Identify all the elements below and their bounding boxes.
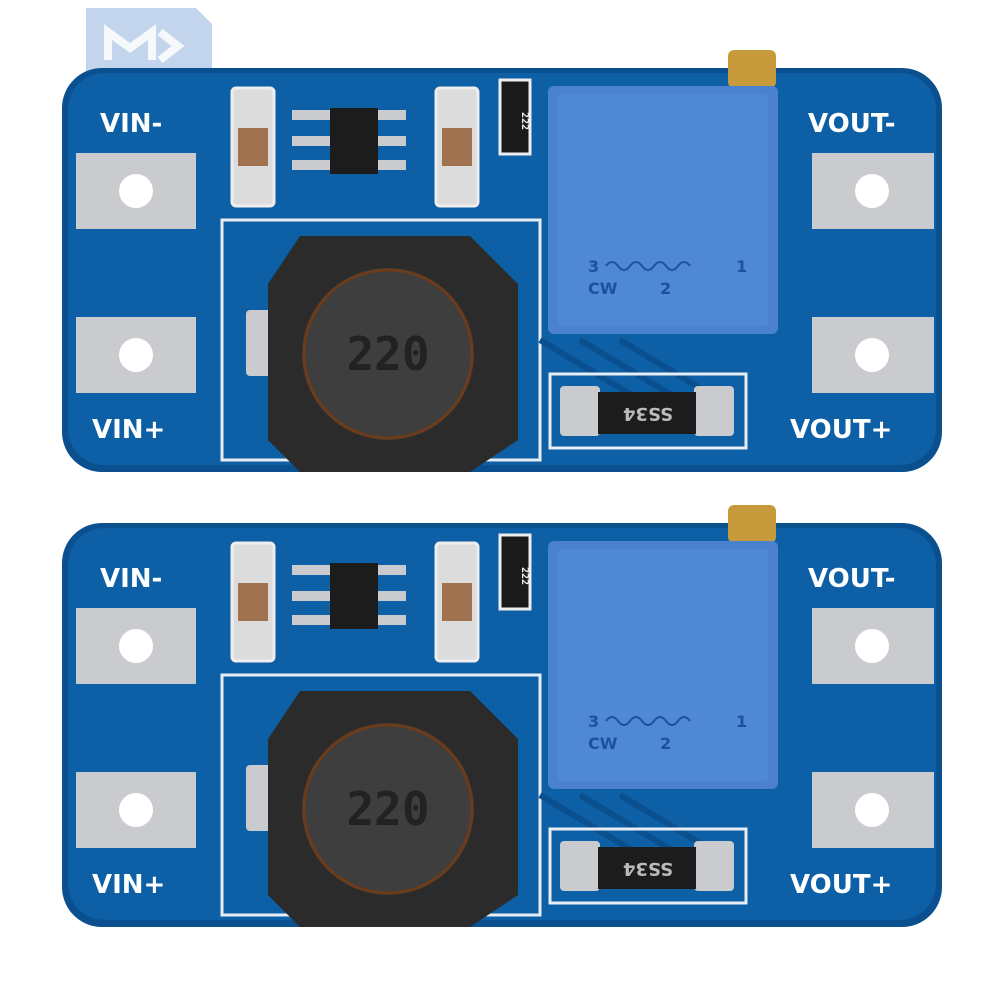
diode-code: SS34 xyxy=(623,403,673,424)
resistor-code: 222 xyxy=(519,112,530,130)
resistor-code: 222 xyxy=(519,567,530,585)
boost-board-top: VIN- VIN+ VOUT- VOUT+ 222 3 1 CW 2 xyxy=(0,40,1001,480)
inductor-code: 220 xyxy=(346,782,429,836)
pot-pin-left: 3 xyxy=(588,712,599,731)
diode-code: SS34 xyxy=(623,858,673,879)
vout-minus-label: VOUT- xyxy=(808,109,896,139)
pot-pin-wiper: 2 xyxy=(660,734,671,753)
vin-minus-label: VIN- xyxy=(100,109,162,139)
vout-plus-label: VOUT+ xyxy=(790,870,892,900)
vin-plus-label: VIN+ xyxy=(92,870,165,900)
pot-pin-wiper: 2 xyxy=(660,279,671,298)
store-logo xyxy=(86,8,212,76)
vin-plus-label: VIN+ xyxy=(92,415,165,445)
vin-minus-label: VIN- xyxy=(100,564,162,594)
pot-cw: CW xyxy=(588,279,618,298)
pot-cw: CW xyxy=(588,734,618,753)
vout-minus-label: VOUT- xyxy=(808,564,896,594)
pot-pin-right: 1 xyxy=(736,712,747,731)
vout-plus-label: VOUT+ xyxy=(790,415,892,445)
pot-pin-left: 3 xyxy=(588,257,599,276)
boost-board-bottom: VIN- VIN+ VOUT- VOUT+ 222 3 1 CW 2 220 xyxy=(0,495,1001,935)
pot-pin-right: 1 xyxy=(736,257,747,276)
inductor-code: 220 xyxy=(346,327,429,381)
